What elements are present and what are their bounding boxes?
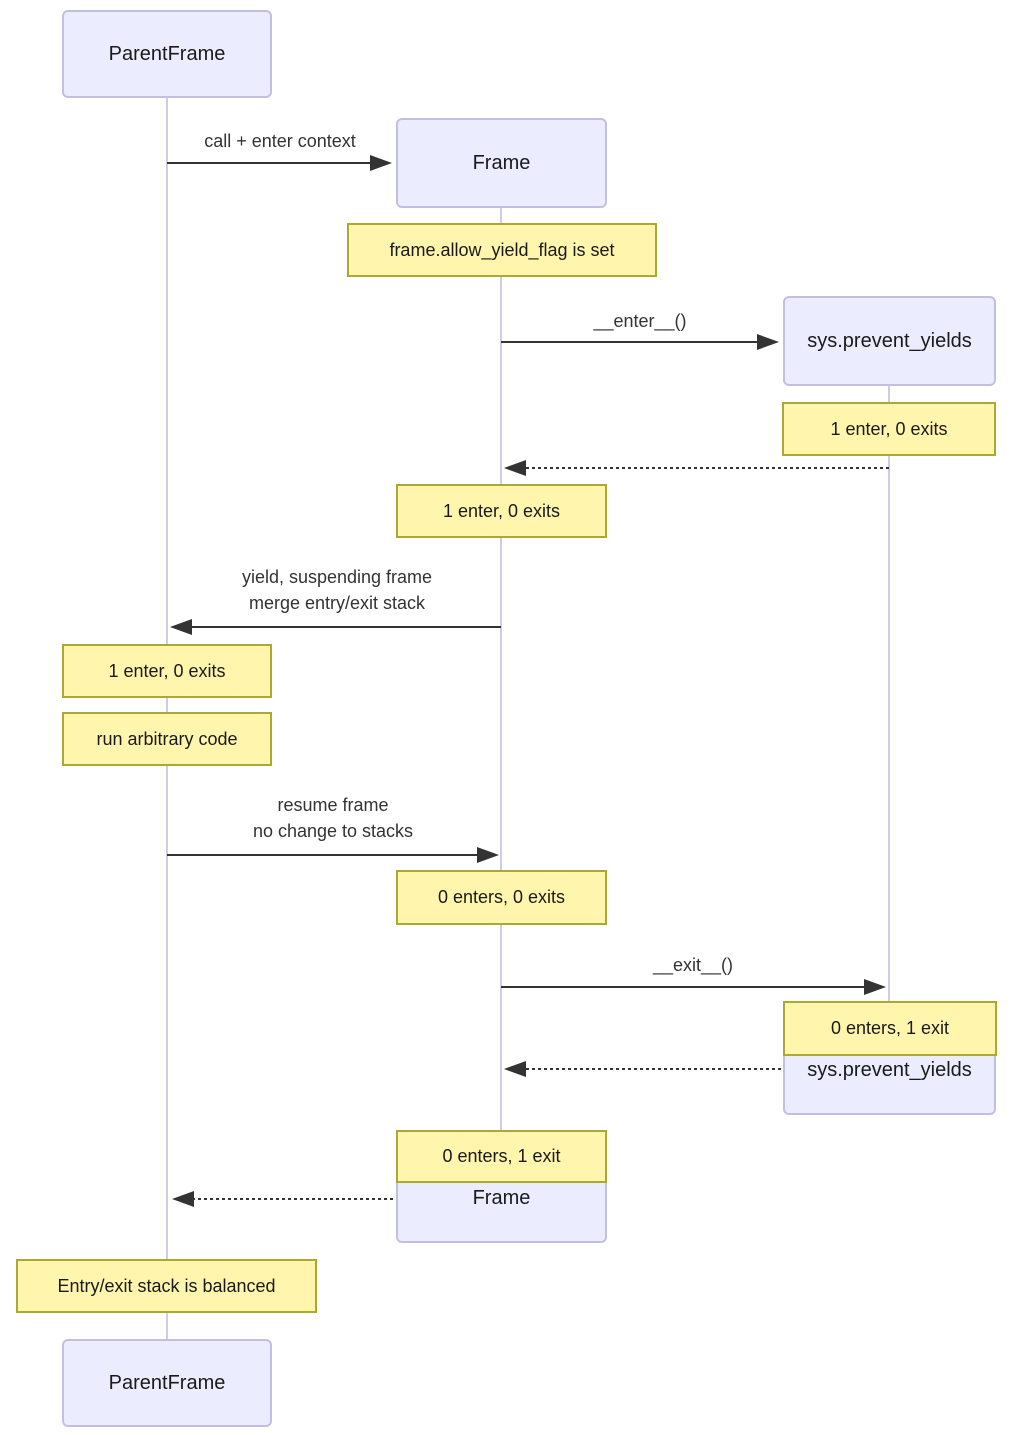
note-sys-0-enters-1-exit: 0 enters, 1 exit — [783, 1001, 997, 1056]
note-frame-0-enters-0-exits: 0 enters, 0 exits — [396, 870, 607, 925]
message-label-msg-call-enter-context: call + enter context — [204, 131, 356, 151]
actor-top-frame: Frame — [396, 118, 607, 208]
note-label: frame.allow_yield_flag is set — [389, 239, 615, 260]
message-arrowhead-msg-call-enter-context — [370, 155, 392, 171]
message-arrowhead-msg-return-frame — [172, 1191, 194, 1207]
note-label: Entry/exit stack is balanced — [57, 1275, 276, 1296]
actor-label-parent-frame: ParentFrame — [108, 1371, 226, 1394]
message-label-msg-resume-frame: resume frame no change to stacks — [252, 795, 414, 841]
actor-label-frame: Frame — [472, 1186, 531, 1209]
message-arrowhead-msg-yield-suspend — [170, 619, 192, 635]
message-arrowhead-msg-resume-frame — [477, 847, 499, 863]
actor-top-parent-frame: ParentFrame — [62, 10, 272, 98]
actor-label-sys-prevent-yields: sys.prevent_yields — [807, 329, 972, 352]
actor-bottom-parent-frame: ParentFrame — [62, 1339, 272, 1427]
note-label: 0 enters, 1 exit — [830, 1018, 950, 1038]
actor-label-sys-prevent-yields: sys.prevent_yields — [807, 1058, 972, 1081]
message-label-msg-yield-suspend: yield, suspending frame merge entry/exit… — [241, 567, 433, 613]
message-arrowhead-msg-exit-dunder — [864, 979, 886, 995]
message-arrowhead-msg-return-enter — [504, 460, 526, 476]
lifeline-frame — [500, 207, 502, 1243]
note-frame-1-enter-0-exits: 1 enter, 0 exits — [396, 484, 607, 538]
message-label-msg-enter-dunder: __enter__() — [593, 311, 687, 331]
note-run-arbitrary-code: run arbitrary code — [62, 712, 272, 766]
lifeline-sys-prevent-yields — [888, 385, 890, 1115]
note-parent-1-enter-0-exits: 1 enter, 0 exits — [62, 644, 272, 698]
note-label: 1 enter, 0 exits — [830, 418, 948, 439]
actor-label-parent-frame: ParentFrame — [108, 42, 226, 65]
actor-label-frame: Frame — [472, 151, 531, 174]
note-label: run arbitrary code — [96, 728, 238, 749]
note-label: 1 enter, 0 exits — [108, 660, 226, 681]
note-label: 1 enter, 0 exits — [442, 500, 561, 521]
actor-top-sys-prevent-yields: sys.prevent_yields — [783, 296, 996, 386]
note-frame-0-enters-1-exit: 0 enters, 1 exit — [396, 1130, 607, 1183]
note-label: 0 enters, 0 exits — [437, 887, 566, 907]
note-stack-balanced: Entry/exit stack is balanced — [16, 1259, 317, 1313]
note-label: 0 enters, 1 exit — [442, 1146, 561, 1166]
note-sys-1-enter-0-exits: 1 enter, 0 exits — [782, 402, 996, 456]
note-allow-yield-flag: frame.allow_yield_flag is set — [347, 223, 657, 277]
message-arrowhead-msg-enter-dunder — [757, 334, 779, 350]
message-label-msg-exit-dunder: __exit__() — [652, 955, 734, 975]
message-arrowhead-msg-return-exit — [504, 1061, 526, 1077]
